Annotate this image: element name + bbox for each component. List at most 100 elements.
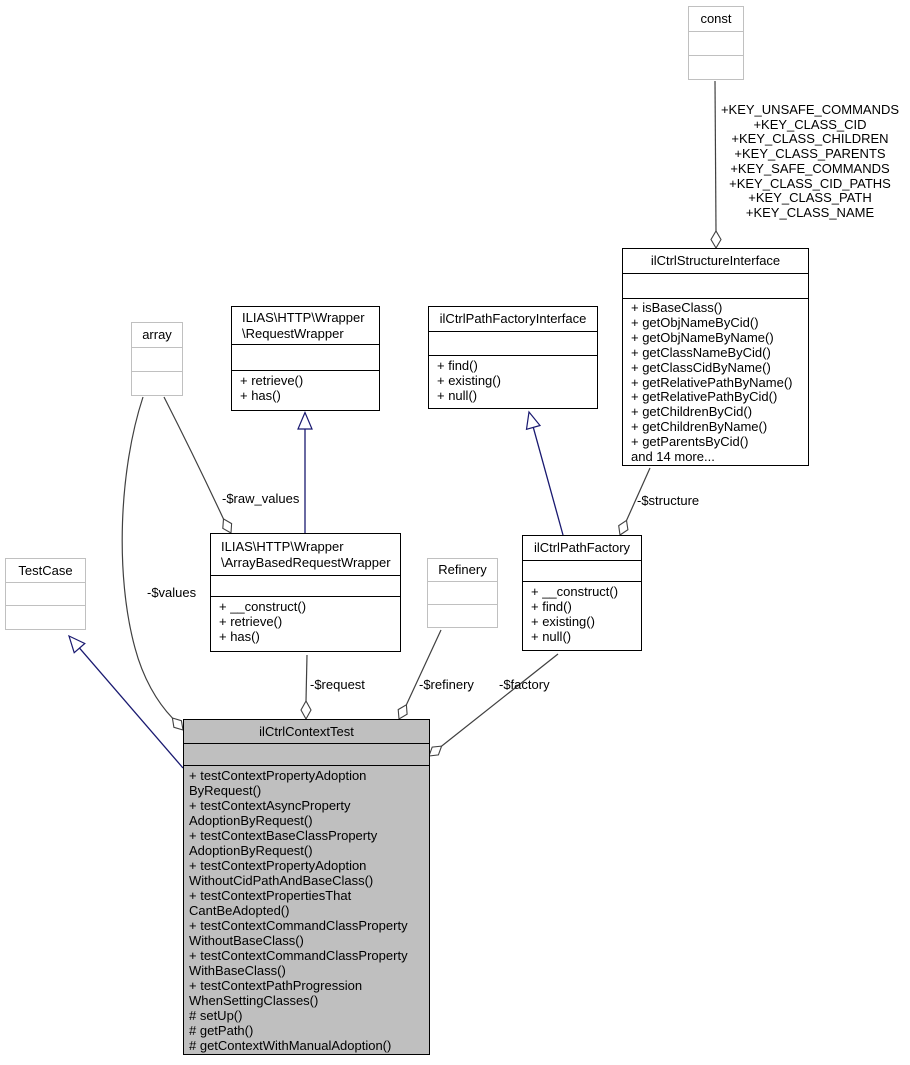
aggregation-diamond-icon	[397, 703, 408, 720]
attributes-compartment	[623, 274, 808, 299]
method-item: + getChildrenByCid()	[631, 404, 753, 420]
method-item: # getContextWithManualAdoption()	[189, 1038, 392, 1053]
method-item: + retrieve()	[240, 373, 304, 388]
inheritance-arrow-icon	[68, 634, 86, 654]
methods-compartment: + __construct()+ retrieve()+ has()	[211, 597, 400, 651]
class-structure-interface[interactable]: ilCtrlStructureInterface + isBaseClass()…	[622, 248, 809, 466]
inherit-contexttest-testcase	[79, 647, 184, 769]
methods-compartment: + testContextPropertyAdoption ByRequest(…	[184, 766, 429, 1054]
edge-label-raw-values: -$raw_values	[222, 491, 300, 506]
edge-refinery-contexttest	[405, 629, 442, 706]
method-item: + __construct()	[219, 599, 307, 614]
class-title: const	[689, 7, 743, 32]
method-item: + getParentsByCid()	[631, 434, 749, 450]
class-request-wrapper[interactable]: ILIAS\HTTP\Wrapper \RequestWrapper + ret…	[231, 306, 380, 411]
method-item: + testContextBaseClassProperty AdoptionB…	[189, 828, 378, 858]
attributes-compartment	[132, 348, 182, 372]
method-item: + getClassNameByCid()	[631, 344, 771, 360]
method-item: + __construct()	[531, 584, 619, 599]
methods-compartment: + retrieve()+ has()	[232, 371, 379, 410]
method-item: + getRelativePathByName()	[631, 374, 793, 390]
method-item: + null()	[531, 629, 572, 644]
edge-label-values: -$values	[147, 585, 197, 600]
aggregation-diamond-icon	[300, 699, 312, 721]
method-item: + testContextCommandClassProperty WithBa…	[189, 948, 408, 978]
method-item: and 14 more...	[631, 449, 715, 465]
aggregation-diamond-icon	[222, 517, 233, 534]
class-title: TestCase	[6, 559, 85, 583]
edge-const-structure	[714, 80, 717, 232]
inheritance-arrow-icon	[525, 410, 542, 431]
inheritance-arrow-icon	[297, 410, 313, 430]
method-item: + has()	[240, 388, 281, 403]
method-item: + find()	[437, 358, 478, 373]
method-item: + getRelativePathByCid()	[631, 389, 778, 405]
method-item: # getPath()	[189, 1023, 254, 1038]
edge-arraywrapper-contexttest	[305, 654, 308, 702]
class-const: const	[688, 6, 744, 80]
method-item: + getObjNameByName()	[631, 329, 774, 345]
class-array-based-request-wrapper[interactable]: ILIAS\HTTP\Wrapper \ArrayBasedRequestWra…	[210, 533, 401, 652]
method-item: + testContextPathProgression WhenSetting…	[189, 978, 363, 1008]
class-test-case: TestCase	[5, 558, 86, 630]
attributes-compartment	[689, 32, 743, 56]
method-item: + testContextPropertiesThat CantBeAdopte…	[189, 888, 352, 918]
methods-compartment	[428, 605, 497, 627]
class-title: ILIAS\HTTP\Wrapper \RequestWrapper	[232, 307, 379, 345]
edge-label-refinery: -$refinery	[419, 677, 474, 692]
aggregation-diamond-icon	[428, 745, 443, 757]
class-title: ilCtrlPathFactory	[523, 536, 641, 561]
method-item: + testContextPropertyAdoption ByRequest(…	[189, 768, 367, 798]
method-item: + retrieve()	[219, 614, 283, 629]
edge-pathfactory-contexttest	[441, 653, 559, 747]
method-item: + isBaseClass()	[631, 300, 723, 315]
class-refinery: Refinery	[427, 558, 498, 628]
class-path-factory[interactable]: ilCtrlPathFactory + __construct()+ find(…	[522, 535, 642, 651]
edge-structure-pathfactory	[625, 467, 651, 521]
class-title: ilCtrlContextTest	[184, 720, 429, 744]
method-item: + has()	[219, 629, 260, 644]
aggregation-diamond-icon	[618, 519, 629, 536]
methods-compartment: + find()+ existing()+ null()	[429, 356, 597, 408]
class-title: ilCtrlPathFactoryInterface	[429, 307, 597, 332]
class-title: array	[132, 323, 182, 348]
attributes-compartment	[428, 582, 497, 605]
methods-compartment	[132, 372, 182, 395]
method-item: # setUp()	[189, 1008, 243, 1023]
class-title: ILIAS\HTTP\Wrapper \ArrayBasedRequestWra…	[211, 534, 400, 576]
edge-label-request: -$request	[310, 677, 365, 692]
methods-compartment: + isBaseClass()+ getObjNameByCid()+ getO…	[623, 299, 808, 465]
method-item: + getObjNameByCid()	[631, 314, 759, 330]
aggregation-diamond-icon	[710, 229, 722, 250]
attributes-compartment	[429, 332, 597, 356]
class-title: ilCtrlStructureInterface	[623, 249, 808, 274]
attributes-compartment	[184, 744, 429, 766]
method-item: + getClassCidByName()	[631, 359, 771, 375]
class-path-factory-interface[interactable]: ilCtrlPathFactoryInterface + find()+ exi…	[428, 306, 598, 409]
attributes-compartment	[523, 561, 641, 582]
methods-compartment	[689, 56, 743, 79]
methods-compartment: + __construct()+ find()+ existing()+ nul…	[523, 582, 641, 650]
attributes-compartment	[211, 576, 400, 597]
edge-array-contexttest	[121, 396, 173, 719]
aggregation-diamond-icon	[171, 717, 184, 731]
method-item: + getChildrenByName()	[631, 419, 768, 435]
method-item: + existing()	[437, 373, 501, 388]
method-item: + null()	[437, 388, 478, 403]
method-item: + testContextPropertyAdoption WithoutCid…	[189, 858, 374, 888]
method-item: + testContextAsyncProperty AdoptionByReq…	[189, 798, 351, 828]
method-item: + testContextCommandClassProperty Withou…	[189, 918, 408, 948]
edge-label-factory: -$factory	[499, 677, 550, 692]
edge-array-arraywrapper	[163, 396, 225, 520]
methods-compartment	[6, 606, 85, 629]
method-item: + find()	[531, 599, 572, 614]
attributes-compartment	[232, 345, 379, 371]
edge-label-structure: -$structure	[637, 493, 700, 508]
attributes-compartment	[6, 583, 85, 606]
edge-label-const-members: +KEY_UNSAFE_COMMANDS +KEY_CLASS_CID +KEY…	[720, 102, 900, 220]
class-context-test: ilCtrlContextTest + testContextPropertyA…	[183, 719, 430, 1055]
method-item: + existing()	[531, 614, 595, 629]
class-title: Refinery	[428, 559, 497, 582]
